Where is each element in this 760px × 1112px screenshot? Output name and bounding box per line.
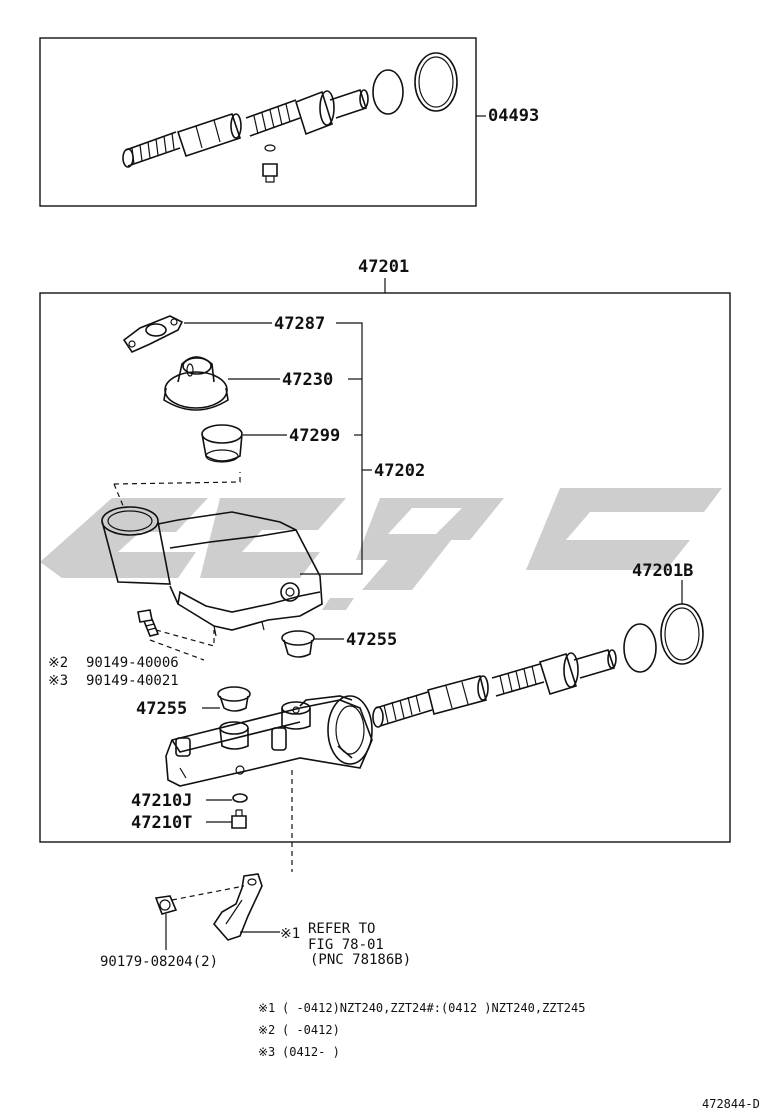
bracket-icon (212, 873, 263, 941)
note-2-mark: ※2 (258, 1023, 275, 1037)
watermark (40, 488, 722, 610)
kit-spring-icon (122, 131, 181, 168)
bolt-a-part-number: 90149-40006 (86, 655, 179, 671)
nut-part-number: 90179-08204(2) (100, 954, 218, 970)
refer-line-3: (PNC 78186B) (310, 952, 411, 968)
strainer-icon (201, 424, 243, 463)
reservoir-bolt-icon (137, 609, 160, 637)
kit-box (39, 37, 477, 207)
grommet-right-icon (281, 630, 315, 658)
refer-line-1: REFER TO (308, 921, 375, 937)
ring-kit-part-number: 47201B (632, 561, 693, 581)
gasket-j-icon (232, 793, 248, 803)
gasket-j-part-number: 47210J (131, 791, 192, 811)
grommet-right-part-number: 47255 (346, 630, 397, 650)
ring-small-icon (623, 623, 657, 673)
note-1-text: ( -0412)NZT240,ZZT24#:(0412 )NZT240,ZZT2… (282, 1001, 585, 1015)
figure-id: 472844-D (702, 1097, 760, 1111)
assembly-box (39, 292, 731, 843)
kit-piston-icon (176, 112, 242, 158)
note-3-text: (0412- ) (282, 1045, 340, 1059)
plug-t-part-number: 47210T (131, 813, 192, 833)
gasket-icon (122, 315, 184, 354)
ring-large-icon (660, 603, 704, 665)
bolt-b-part-number: 90149-40021 (86, 673, 179, 689)
kit-ring-small-icon (372, 69, 404, 115)
reservoir-part-number: 47202 (374, 461, 425, 481)
bracket-mark: ※1 (280, 926, 300, 942)
grommet-left-part-number: 47255 (136, 699, 187, 719)
reservoir-icon (101, 506, 323, 637)
cylinder-internals (372, 649, 617, 728)
kit-bolt-icon (262, 163, 278, 183)
plug-t-icon (231, 809, 247, 829)
kit-part-number: 04493 (488, 106, 539, 126)
note-1-mark: ※1 (258, 1001, 275, 1015)
assembly-part-number: 47201 (358, 257, 409, 277)
strainer-part-number: 47299 (289, 426, 340, 446)
note-3-mark: ※3 (258, 1045, 275, 1059)
kit-washer-icon (264, 144, 276, 152)
kit-parts (122, 52, 458, 183)
nut-icon (154, 895, 178, 915)
kit-ring-large-icon (414, 52, 458, 112)
cap-part-number: 47230 (282, 370, 333, 390)
grommet-left-icon (217, 686, 251, 712)
master-cylinder-icon (165, 695, 373, 787)
gasket-part-number: 47287 (274, 314, 325, 334)
note-2-text: ( -0412) (282, 1023, 340, 1037)
kit-primary-piston-icon (295, 88, 369, 136)
bolt-a-mark: ※2 (48, 655, 68, 671)
kit-spring2-icon (245, 99, 301, 137)
reservoir-cap-icon (163, 356, 229, 411)
bolt-b-mark: ※3 (48, 673, 68, 689)
refer-line-2: FIG 78-01 (308, 937, 384, 953)
